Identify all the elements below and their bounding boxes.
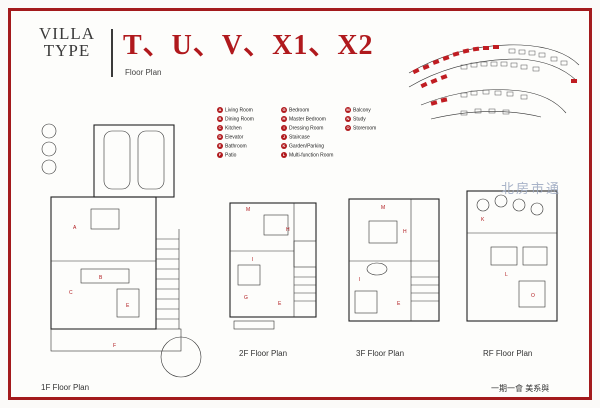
legend-key: G [281, 107, 287, 113]
svg-text:A: A [73, 225, 77, 231]
svg-text:M: M [381, 205, 385, 211]
garden-tree [160, 336, 202, 378]
villa-types-title: T、U、V、X1、X2 [123, 30, 374, 61]
legend-key: J [281, 134, 287, 140]
car-2 [137, 130, 165, 190]
floor-plan-3f: M H I E [348, 198, 440, 322]
type-label: TYPE [43, 41, 91, 60]
legend-key: I [281, 125, 287, 131]
bathtub [366, 262, 388, 276]
svg-text:H: H [286, 227, 290, 233]
svg-text:B: B [99, 275, 103, 281]
villa-type-label: VILLA TYPE [31, 25, 103, 59]
svg-text:I: I [359, 277, 360, 283]
sofa [90, 208, 120, 230]
svg-text:L: L [505, 272, 508, 278]
legend-label: Master Bedroom [289, 116, 326, 123]
floor-plan-subtitle: Floor Plan [125, 68, 162, 77]
legend-key: E [217, 143, 223, 149]
dining-table [80, 268, 130, 284]
master-bed-2f [263, 214, 289, 236]
caption-rf: RF Floor Plan [483, 349, 533, 358]
watermark: 北房市通 [501, 181, 562, 196]
site-map [408, 44, 580, 120]
legend-key: K [281, 143, 287, 149]
legend-key: O [345, 125, 351, 131]
svg-text:I: I [252, 257, 253, 263]
legend-label: Multi-function Room [289, 152, 334, 159]
car-1 [103, 130, 131, 190]
villa-label: VILLA [39, 24, 95, 43]
legend-key: N [345, 116, 351, 122]
legend-key: H [281, 116, 287, 122]
legend-label: Living Room [225, 107, 253, 114]
svg-text:F: F [113, 343, 116, 349]
legend-label: Garden/Parking [289, 143, 325, 150]
legend-key: L [281, 152, 287, 158]
legend-label: Staircase [289, 134, 310, 141]
legend-label: Bathroom [225, 143, 247, 150]
legend-label: Study [353, 116, 366, 123]
svg-text:E: E [126, 303, 130, 309]
caption-3f: 3F Floor Plan [356, 349, 405, 358]
title-divider [111, 29, 113, 77]
legend-label: Dressing Room [289, 125, 324, 132]
svg-text:M: M [246, 207, 250, 213]
svg-text:E: E [397, 301, 401, 307]
legend-label: Storeroom [353, 125, 377, 132]
roof-garden [476, 194, 544, 216]
legend-label: Balcony [353, 107, 371, 114]
legend-label: Kitchen [225, 125, 242, 132]
svg-text:H: H [403, 229, 407, 235]
svg-text:E: E [278, 301, 282, 307]
legend-key: B [217, 116, 223, 122]
bed-2f [237, 264, 261, 286]
legend-label: Dining Room [225, 116, 254, 123]
master-bed-3f [368, 220, 398, 244]
trees-left [41, 123, 57, 175]
legend-key: C [217, 125, 223, 131]
svg-text:C: C [69, 290, 73, 296]
bathroom-1f [116, 288, 140, 318]
svg-text:O: O [531, 293, 535, 299]
legend-label: Patio [225, 152, 237, 159]
caption-1f: 1F Floor Plan [41, 383, 90, 392]
svg-text:G: G [244, 295, 248, 301]
footer-credit: 一期一會 美系與 [491, 384, 550, 393]
legend-label: Bedroom [289, 107, 310, 114]
legend-key: F [217, 152, 223, 158]
rf-table [490, 246, 518, 266]
floor-plan-rf: K L O [466, 190, 558, 322]
floor-plan-2f: M H I G E [229, 202, 317, 330]
legend-key: A [217, 107, 223, 113]
legend-label: Elevator [225, 134, 244, 141]
svg-text:K: K [481, 217, 485, 223]
caption-2f: 2F Floor Plan [239, 349, 288, 358]
floor-plan-sheet: VILLA TYPE T、U、V、X1、X2 Floor Plan [8, 8, 592, 400]
legend-key: D [217, 134, 223, 140]
floor-plan-1f: A B C E F [41, 123, 202, 378]
legend-key: M [345, 107, 351, 113]
